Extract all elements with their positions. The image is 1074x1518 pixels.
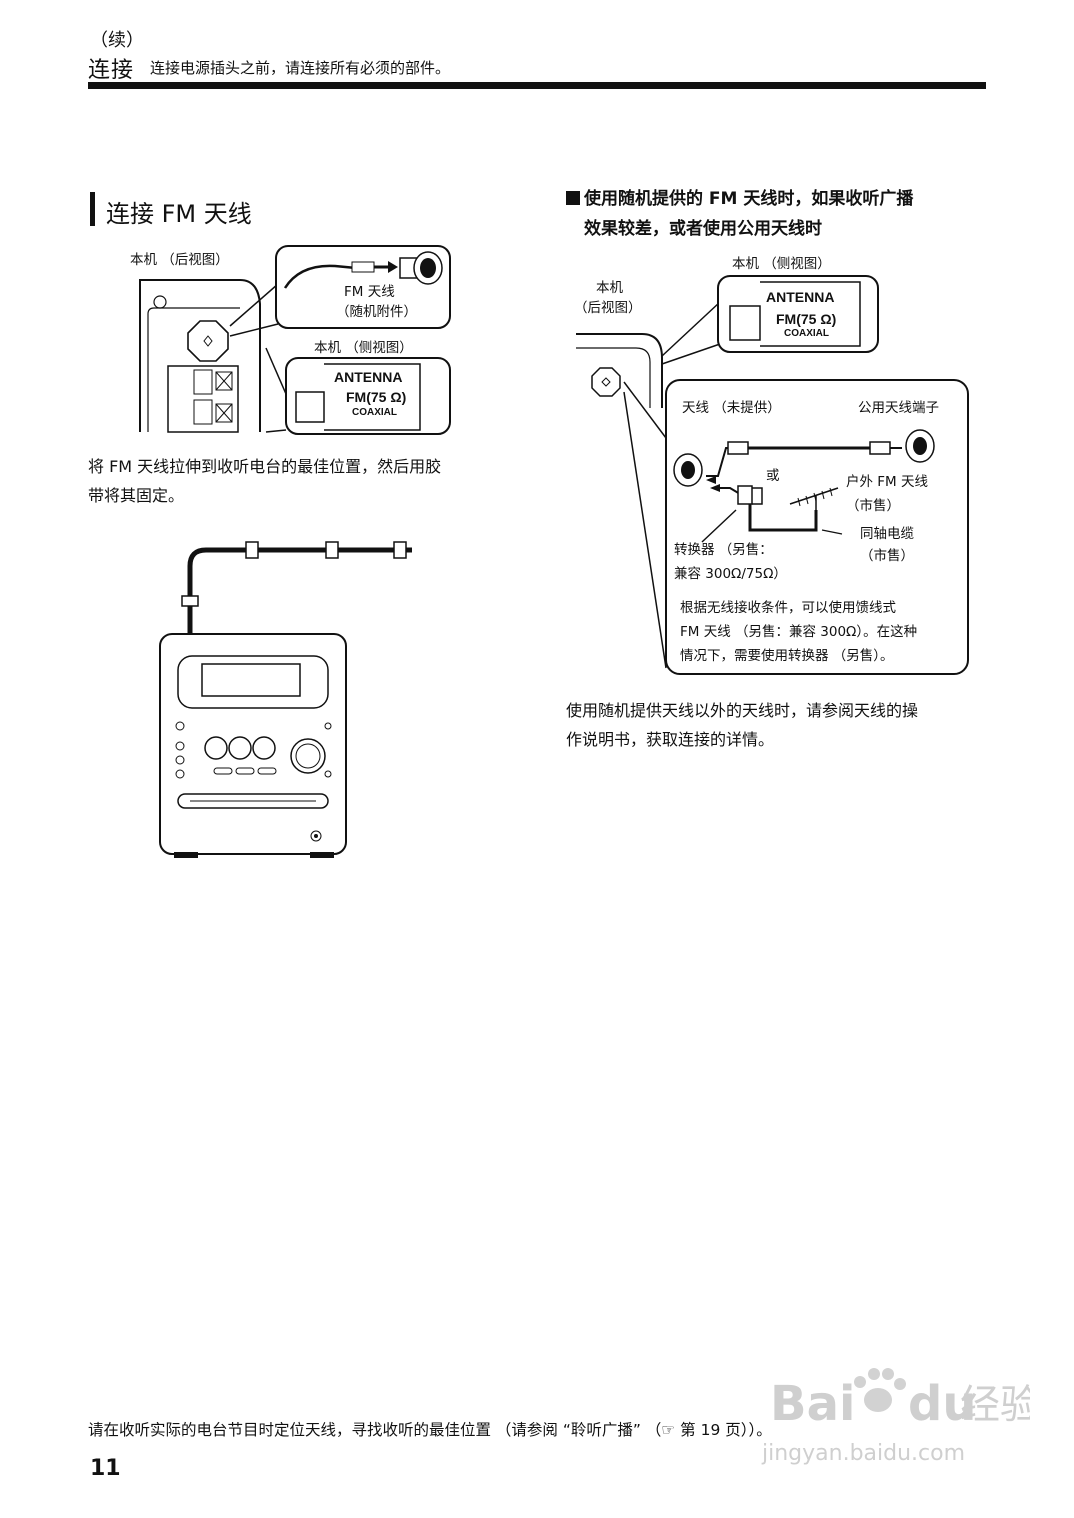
label-or: 或 <box>766 468 780 484</box>
footer-note: 请在收听实际的电台节目时定位天线，寻找收听的最佳位置 （请参阅 “聆听广播” （… <box>88 1421 772 1439</box>
antenna-panel-fm: FM(75 Ω) <box>346 389 406 405</box>
figure-outdoor-antenna: 本机 （侧视图） 本机 （后视图） ANTENNA FM(75 Ω) COAXI… <box>574 256 969 675</box>
label-unit-rear: 本机 （后视图） <box>130 252 229 268</box>
right-paragraph-line1: 使用随机提供天线以外的天线时，请参阅天线的操 <box>566 701 919 720</box>
section-title-fm-antenna: 连接 FM 天线 <box>106 200 252 228</box>
label-commercial1: （市售） <box>846 497 900 514</box>
figure-fm-antenna-rear: 本机 （后视图） FM 天线 （随机附件） 本机 （侧视图） ANTENNA F… <box>130 245 451 435</box>
label-fm-antenna: FM 天线 <box>344 284 395 300</box>
label-unit-side-right: 本机 （侧视图） <box>732 256 831 272</box>
right-heading-line1: 使用随机提供的 FM 天线时，如果收听广播 <box>584 189 914 209</box>
page-description: 连接电源插头之前，请连接所有必须的部件。 <box>150 59 451 77</box>
label-supplied: （随机附件） <box>336 304 417 320</box>
watermark-label: 经验 <box>960 1382 1030 1428</box>
label-commercial2: （市售） <box>860 547 914 564</box>
paw-icon <box>854 1368 906 1412</box>
note-line2: FM 天线 （另售：兼容 300Ω）。在这种 <box>680 623 917 640</box>
note-line1: 根据无线接收条件，可以使用馈线式 <box>680 599 896 616</box>
right-section-heading: 使用随机提供的 FM 天线时，如果收听广播 效果较差，或者使用公用天线时 <box>566 184 996 244</box>
label-community-terminal: 公用天线端子 <box>858 400 939 416</box>
antenna-panel-title: ANTENNA <box>334 369 402 385</box>
watermark-url: jingyan.baidu.com <box>761 1441 965 1466</box>
page-number: 11 <box>90 1456 121 1481</box>
label-converter1: 转换器 （另售： <box>674 542 773 558</box>
label-unit-side: 本机 （侧视图） <box>314 340 413 356</box>
baidu-watermark-logo: Bai du 经验 jingyan.baidu.com <box>761 1368 1030 1466</box>
figure-stereo-unit <box>159 541 412 858</box>
label-unit-right: 本机 <box>596 280 624 296</box>
watermark-brand2: du <box>908 1376 977 1432</box>
bullet-square <box>566 191 580 205</box>
continued-label: （续） <box>90 30 144 51</box>
label-rear-view-right: （后视图） <box>574 300 642 316</box>
right-paragraph-line2: 作说明书，获取连接的详情。 <box>566 730 775 749</box>
right-heading-line2: 效果较差，或者使用公用天线时 <box>584 219 822 239</box>
note-line3: 情况下，需要使用转换器 （另售）。 <box>680 647 894 664</box>
label-coax-cable: 同轴电缆 <box>860 526 914 542</box>
watermark-brand: Bai <box>770 1376 855 1432</box>
label-converter2: 兼容 300Ω/75Ω） <box>674 565 787 582</box>
antenna-panel-coaxial: COAXIAL <box>352 407 397 418</box>
label-antenna-not-supplied: 天线 （未提供） <box>682 400 781 416</box>
header-rule <box>88 82 986 89</box>
left-paragraph-line2: 带将其固定。 <box>88 486 185 505</box>
antenna-panel-fm-right: FM(75 Ω) <box>776 311 836 327</box>
left-paragraph-line1: 将 FM 天线拉伸到收听电台的最佳位置，然后用胶 <box>88 457 442 476</box>
label-outdoor-fm: 户外 FM 天线 <box>846 473 928 490</box>
section-marker <box>90 192 95 226</box>
page-title: 连接 <box>88 58 135 83</box>
antenna-panel-title-right: ANTENNA <box>766 289 834 305</box>
antenna-panel-coaxial-right: COAXIAL <box>784 328 829 339</box>
